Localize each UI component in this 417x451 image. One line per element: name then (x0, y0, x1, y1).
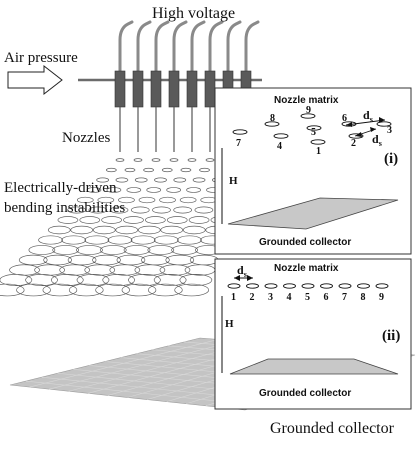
panel-i-nozzle-label: 9 (306, 105, 311, 116)
nozzle-block (204, 70, 216, 108)
panel-ii-nozzle-label: 9 (379, 292, 384, 303)
nozzle-block (150, 70, 162, 108)
nozzle-block (132, 70, 144, 108)
panel-i-ds-label-a: ds (363, 108, 373, 124)
high-voltage-wire (136, 20, 152, 74)
panel-ii-nozzle (320, 283, 333, 289)
panel-i-nozzle-9 (300, 113, 316, 119)
instability-label-line2: bending instabilities (4, 200, 125, 216)
nozzle-block (168, 70, 180, 108)
nozzles-label: Nozzles (62, 130, 110, 146)
nozzle-block (186, 70, 198, 108)
panel-ii-tag: (ii) (382, 328, 400, 344)
high-voltage-wire (244, 20, 260, 74)
panel-i-nozzle-label: 8 (270, 113, 275, 124)
panel-i-nozzle-5 (306, 125, 322, 131)
panel-i-nozzle-label: 6 (342, 113, 347, 124)
panel-i-tag: (i) (384, 151, 398, 167)
panel-i-nozzle-1 (310, 139, 326, 145)
jet-spiral (0, 158, 125, 297)
nozzle-block (114, 70, 126, 108)
panel-ii-nozzle-label: 8 (361, 292, 366, 303)
panel-ii-nozzle (227, 283, 241, 289)
panel-ii-spacing: ds (234, 263, 253, 281)
panel-i-nozzle-label: 2 (351, 138, 356, 149)
panel-ii-collector-label: Grounded collector (259, 388, 351, 399)
panel-ii-nozzle (246, 283, 259, 289)
panel-ii-title: Nozzle matrix (274, 263, 339, 274)
panel-i-title: Nozzle matrix (274, 95, 339, 106)
panel-ii-nozzle-label: 1 (231, 292, 236, 303)
high-voltage-wires (118, 20, 260, 74)
panel-i-collector (227, 197, 399, 230)
jet-spiral (42, 158, 161, 297)
panel-ii: Nozzle matrix 1 2 3 4 5 6 7 8 9 ds (ii) H Ground… (214, 258, 412, 410)
high-voltage-wire (226, 20, 242, 74)
jet-spiral (95, 158, 197, 297)
panel-ii-collector (229, 358, 399, 375)
panel-i-nozzle-label: 3 (387, 125, 392, 136)
high-voltage-label: High voltage (152, 5, 235, 22)
high-voltage-wire (118, 20, 134, 74)
panel-ii-nozzle-label: 3 (268, 292, 273, 303)
panel-ii-height-label: H (225, 318, 234, 330)
panel-i-nozzle-3 (376, 121, 392, 127)
panel-ii-nozzle-label: 2 (250, 292, 255, 303)
jet-spiral (68, 158, 179, 297)
instability-label-line1: Electrically-driven (4, 180, 117, 196)
panel-ii-ds-label: ds (237, 263, 247, 279)
panel-i-nozzle-label: 5 (311, 127, 316, 138)
panel-i-ds-label-b: ds (372, 132, 382, 148)
panel-i-spacing: ds ds (345, 108, 386, 148)
panel-ii-nozzle (301, 283, 315, 289)
panel-ii-nozzle-label: 7 (342, 292, 347, 303)
panel-i-nozzle-7 (232, 129, 248, 135)
panel-ii-nozzles: 1 2 3 4 5 6 7 8 9 (227, 283, 389, 303)
air-pressure-label: Air pressure (4, 50, 78, 66)
high-voltage-wire (208, 20, 224, 74)
panel-i: Nozzle matrix 1 2 3 4 5 6 7 8 9 ds ds (i) H Grou… (214, 87, 412, 255)
panel-ii-nozzle-label: 5 (305, 292, 310, 303)
panel-i-nozzle-label: 4 (277, 141, 282, 152)
main-collector-label: Grounded collector (270, 420, 395, 437)
panel-i-nozzle-8 (264, 121, 280, 127)
panel-i-nozzle-4 (273, 133, 289, 139)
panel-ii-nozzle-label: 6 (324, 292, 329, 303)
panel-ii-nozzle (283, 283, 296, 289)
jet-spiral (16, 158, 143, 297)
panel-i-collector-label: Grounded collector (259, 237, 351, 248)
panel-i-height-label: H (229, 175, 238, 187)
panel-i-nozzle-label: 7 (236, 138, 241, 149)
high-voltage-wire (172, 20, 188, 74)
panel-ii-nozzle (264, 283, 278, 289)
high-voltage-wire (154, 20, 170, 74)
panel-ii-nozzle-label: 4 (287, 292, 292, 303)
panel-ii-nozzle (338, 283, 352, 289)
panel-i-nozzle-label: 1 (316, 146, 321, 157)
jet-spiral (121, 158, 215, 297)
panel-ii-nozzle (375, 283, 389, 289)
air-pressure-arrow (7, 64, 63, 96)
high-voltage-wire (190, 20, 206, 74)
panel-i-frame (214, 87, 412, 255)
panel-ii-nozzle (357, 283, 370, 289)
